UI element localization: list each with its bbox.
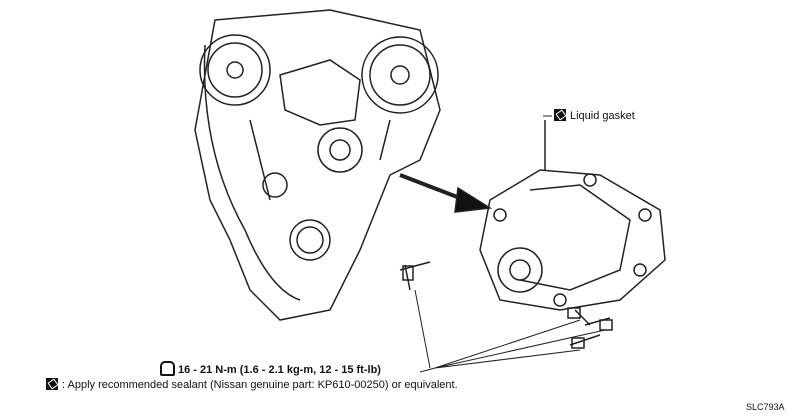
torque-wrench-icon [160, 361, 175, 376]
water-pump [479, 120, 666, 311]
figure-code: SLC793A [746, 402, 785, 412]
arrow [399, 173, 493, 213]
liquid-gasket-label: Liquid gasket [554, 109, 635, 122]
liquid-gasket-icon [554, 109, 566, 121]
leader-lines [414, 115, 606, 373]
torque-spec: 16 - 21 N-m (1.6 - 2.1 kg-m, 12 - 15 ft-… [160, 361, 381, 376]
sealant-note: : Apply recommended sealant (Nissan genu… [46, 378, 458, 391]
engine-timing-assembly [194, 9, 441, 321]
bolts [399, 261, 613, 349]
liquid-gasket-icon [46, 378, 58, 390]
